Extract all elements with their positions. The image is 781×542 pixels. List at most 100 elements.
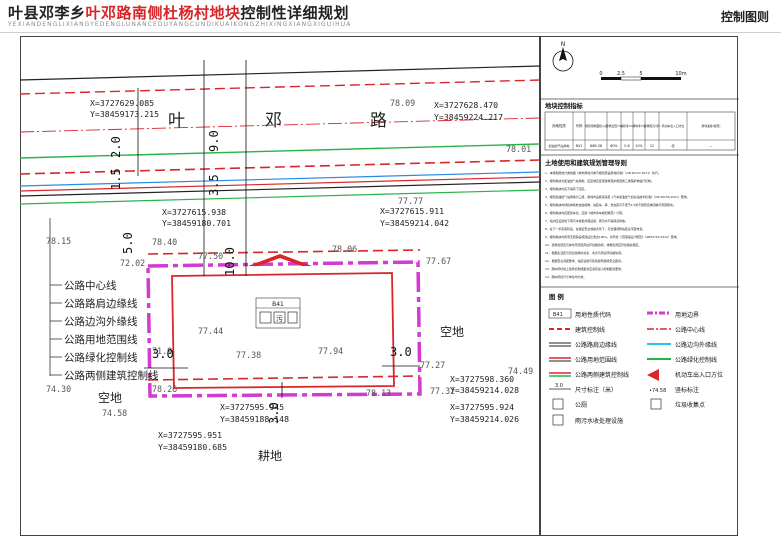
elev-5: 77.50 bbox=[198, 251, 223, 261]
elev-8: 78.15 bbox=[46, 236, 71, 246]
rule-10: 10、建筑色调应与城市景观及周边环境相协调，体量色调应符合相关规定。 bbox=[545, 242, 641, 247]
parcel-code-block: B41 污 bbox=[255, 297, 301, 329]
col-height: 建筑限高(米) bbox=[644, 124, 660, 128]
rule-14: 14、图中所标尺寸单位均为米。 bbox=[545, 274, 586, 279]
legend-label-11: 尺寸标注（米） bbox=[575, 386, 617, 394]
leader-label-4: 公路用地范围线 bbox=[64, 333, 138, 346]
coordinate-labels: X=3727629.085 Y=38459173.215 X=3727628.4… bbox=[90, 98, 519, 452]
coord-3-x: X=3727615.938 bbox=[162, 207, 226, 217]
page-subtitle: YEXIANDENGLIXIANGYEDENGLUNANCEDUYANGCUND… bbox=[8, 21, 352, 28]
land-table-title: 地块控制指标 bbox=[545, 101, 583, 110]
entrance-arrow bbox=[248, 254, 312, 266]
rule-8: 8、在下一步实施阶段，在保证安全前提条件下，可合理调整站区总平面布置。 bbox=[545, 226, 645, 231]
legend-label-7: 公路用地范围线 bbox=[575, 356, 617, 364]
rules-list: 1、本规划用地分类依据《城市用地分类与规划建设用地标准》（GB 50137-20… bbox=[545, 170, 690, 279]
val-area: 666.38 bbox=[590, 144, 602, 148]
val-far: 0.6 bbox=[624, 144, 629, 148]
road-name-char-3: 路 bbox=[370, 111, 387, 131]
leader-label-5: 公路绿化控制线 bbox=[64, 351, 138, 364]
coord-7-y: Y=38459214.026 bbox=[450, 414, 519, 424]
coord-8-x: X=3727595.951 bbox=[158, 430, 222, 440]
leader-label-6: 公路两侧建筑控制线 bbox=[64, 369, 159, 382]
val-code: B41 bbox=[576, 144, 583, 148]
elev-16: 74.30 bbox=[46, 384, 71, 394]
coord-3-y: Y=38459180.701 bbox=[162, 218, 231, 228]
legend-label-9: 公路两侧建筑控制线 bbox=[575, 371, 629, 379]
val-land-type: 加油加气站用地 bbox=[548, 143, 569, 148]
rule-4: 4、规划加油加气站用地为三级，用地内设施需满足《汽车加油加气加氢站技术标准》（G… bbox=[545, 194, 690, 199]
coord-1-x: X=3727629.085 bbox=[90, 98, 154, 108]
elev-2: 78.01 bbox=[506, 144, 531, 154]
coord-1-y: Y=38459173.215 bbox=[90, 109, 159, 119]
legend-label-1: 用地性质代码 bbox=[575, 311, 611, 319]
legend-label-2: 用地边界 bbox=[675, 311, 699, 319]
control-panel: N 0 2.5 5 10m 地块控制指标 用地性质 代码 规划用地面积(㎡) 建… bbox=[540, 36, 739, 536]
title-suffix: 控制性详细规划 bbox=[240, 4, 350, 22]
coord-2-y: Y=38459224.217 bbox=[434, 112, 503, 122]
dim-5-0: 5.0 bbox=[121, 232, 135, 254]
col-compat: 用地兼容(权限) bbox=[702, 124, 721, 128]
elevation-labels: 78.09 78.01 77.77 78.40 77.50 78.06 77.6… bbox=[46, 98, 533, 418]
elev-6: 78.06 bbox=[332, 244, 357, 254]
area-label-empty-left: 空地 bbox=[98, 391, 122, 405]
area-label-farmland: 耕地 bbox=[258, 448, 282, 463]
dim-2-0: 2.0 bbox=[109, 136, 123, 158]
compass: N bbox=[552, 41, 574, 72]
coord-5-y: Y=38459214.028 bbox=[450, 385, 519, 395]
road-name-char-2: 邓 bbox=[265, 111, 282, 131]
rule-13: 13、图中所标地上建筑控制线距离应满足最小控制距离要求。 bbox=[545, 266, 624, 271]
dim-3-0-bottom: 3.0 bbox=[267, 402, 281, 424]
parcel-boundary bbox=[146, 260, 422, 398]
val-green: 10% bbox=[635, 144, 643, 148]
elev-12: 77.38 bbox=[236, 350, 261, 360]
elev-18: 78.13 bbox=[366, 388, 391, 398]
land-control-table: 用地性质 代码 规划用地面积(㎡) 建筑密度(%) 容积率(%) 绿地率(%) … bbox=[544, 111, 736, 151]
legend-label-14: 垃圾收集点 bbox=[675, 401, 705, 409]
col-area: 规划用地面积(㎡) bbox=[585, 124, 607, 128]
elev-1: 78.09 bbox=[390, 98, 415, 108]
page-title: 叶县邓李乡叶邓路南侧杜杨村地块控制性详细规划 bbox=[8, 2, 349, 23]
col-entrance: 机动车出入口方位 bbox=[662, 124, 685, 128]
col-far: 容积率(%) bbox=[620, 124, 633, 128]
svg-text:3.0: 3.0 bbox=[555, 383, 563, 389]
leader-label-3: 公路边沟外缘线 bbox=[64, 315, 138, 328]
legend-label-13: 公厕 bbox=[575, 402, 587, 409]
legend: B41 用地性质代码 用地边界 建筑控制线 公路中心线 公路路肩边缘线 公路边沟… bbox=[548, 308, 723, 426]
road-lines bbox=[19, 65, 541, 205]
elev-9: 72.02 bbox=[120, 258, 145, 268]
elev-10: 77.44 bbox=[198, 326, 223, 336]
rule-6: 6、规划地块内应配建车位，应按《城市停车规划规范》计算。 bbox=[545, 210, 625, 215]
title-highlight: 叶邓路南侧杜杨村地块 bbox=[85, 4, 241, 22]
elev-13: 77.94 bbox=[318, 346, 343, 356]
coord-2-x: X=3727628.470 bbox=[434, 100, 498, 110]
dimension-annotations: 2.0 9.0 1.5 3.5 5.0 10.0 3.0 3.0 3.0 bbox=[109, 60, 420, 424]
val-entrance: 北 bbox=[671, 143, 675, 148]
coord-4-x: X=3727615.911 bbox=[380, 206, 444, 216]
scale-tick-5: 5 bbox=[639, 71, 642, 77]
coord-5-x: X=3727598.360 bbox=[450, 374, 514, 384]
rule-2: 2、规划地块为加油加气站用地，应区域及区用建筑保护类型按三类保护物进行控制。 bbox=[545, 178, 654, 183]
header-bar: 叶县邓李乡叶邓路南侧杜杨村地块控制性详细规划 YEXIANDENGLIXIANG… bbox=[0, 0, 781, 33]
leader-label-2: 公路路肩边缘线 bbox=[64, 297, 138, 310]
coord-6-x: X=3727595.945 bbox=[220, 402, 284, 412]
coord-4-y: Y=38459214.042 bbox=[380, 218, 449, 228]
dim-9-0: 9.0 bbox=[207, 130, 221, 152]
coord-7-x: X=3727595.924 bbox=[450, 402, 514, 412]
elev-14: 77.27 bbox=[420, 360, 445, 370]
elev-7: 77.67 bbox=[426, 256, 451, 266]
svg-text:B41: B41 bbox=[553, 312, 563, 318]
elev-17: 78.26 bbox=[152, 384, 177, 394]
legend-label-3: 建筑控制线 bbox=[575, 326, 605, 334]
legend-label-15: 雨污水收处理设施 bbox=[575, 417, 623, 425]
svg-text:•74.58: •74.58 bbox=[649, 388, 666, 394]
dim-10-0: 10.0 bbox=[223, 247, 237, 276]
col-density: 建筑密度(%) bbox=[606, 124, 622, 128]
coord-6-y: Y=38459188.148 bbox=[220, 414, 289, 424]
rules-title: 土地使用和建筑规划管理导则 bbox=[545, 158, 627, 167]
parcel-sewage-icon: 污 bbox=[276, 315, 283, 323]
dim-3-0-right: 3.0 bbox=[390, 345, 412, 359]
coord-8-y: Y=38459180.685 bbox=[158, 442, 227, 452]
rule-1: 1、本规划用地分类依据《城市用地分类与规划建设用地标准》（GB 50137-20… bbox=[545, 170, 661, 175]
dim-3-0-left: 3.0 bbox=[152, 347, 174, 361]
legend-label-12: 竖标标注 bbox=[675, 386, 699, 394]
